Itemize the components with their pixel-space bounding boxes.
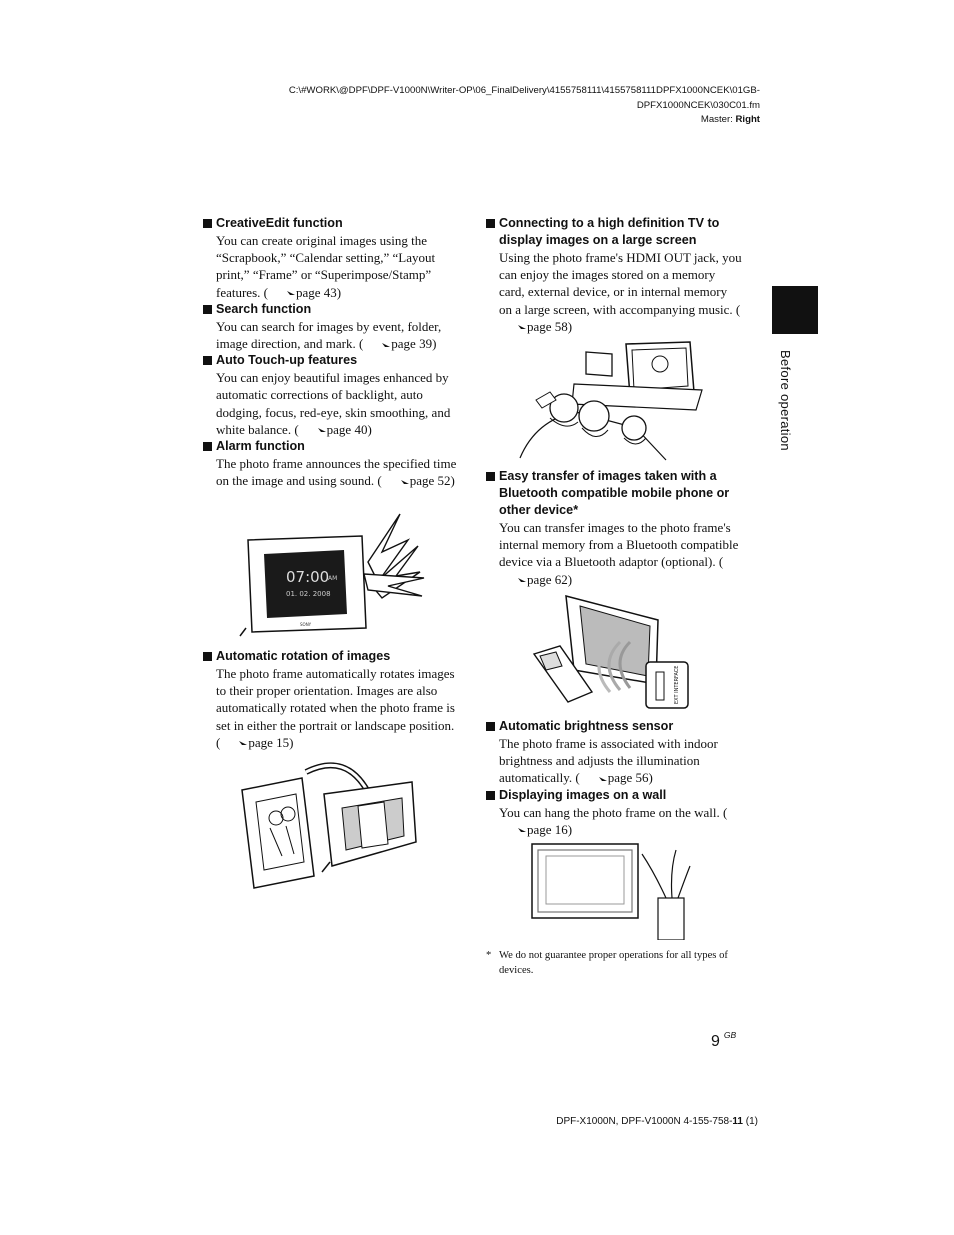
master-page-label: Master: Right [700, 114, 760, 125]
reference-arrow-icon [267, 291, 295, 296]
ext-interface-port-icon [645, 661, 689, 709]
square-bullet-icon [203, 304, 212, 314]
section-body: You can transfer images to the photo fra… [499, 520, 739, 587]
section-body: You can enjoy beautiful images enhanced … [216, 370, 451, 437]
right-column-mid: Easy transfer of images taken with a Blu… [486, 468, 742, 588]
section-body: You can create original images using the… [216, 233, 436, 300]
reference-arrow-icon [499, 325, 526, 330]
reference-arrow-icon [381, 479, 409, 484]
reference-arrow-icon [579, 776, 607, 781]
section-heading: Automatic brightness sensor [486, 718, 742, 735]
right-column-lower: Automatic brightness sensor The photo fr… [486, 718, 742, 838]
section-heading: Displaying images on a wall [486, 787, 742, 804]
chapter-tab-label: Before operation [778, 350, 793, 451]
right-column: Connecting to a high definition TV to di… [486, 215, 742, 335]
section-heading: Automatic rotation of images [203, 648, 458, 665]
reference-arrow-icon [363, 342, 391, 347]
section-heading: Alarm function [203, 438, 458, 455]
square-bullet-icon [486, 472, 495, 481]
alarm-time-text: 07:00 [286, 568, 329, 586]
footnote: * We do not guarantee proper operations … [486, 950, 728, 976]
file-path-line1: C:\#WORK\@DPF\DPF-V1000N\Writer-OP\06_Fi… [288, 85, 760, 96]
chapter-tab-block [772, 286, 818, 334]
ext-interface-label: EXT INTERFACE [674, 666, 680, 704]
reference-arrow-icon [298, 428, 326, 433]
file-path-header: C:\#WORK\@DPF\DPF-V1000N\Writer-OP\06_Fi… [289, 84, 760, 128]
section-body: The photo frame automatically rotates im… [216, 666, 455, 750]
section-body: Using the photo frame's HDMI OUT jack, y… [499, 250, 742, 334]
alarm-frame-illustration: 07:00 AM 01. 02. 2008 SONY [239, 513, 425, 637]
section-body: The photo frame is associated with indoo… [499, 736, 718, 786]
alarm-date-text: 01. 02. 2008 [286, 590, 331, 598]
section-body: The photo frame announces the specified … [216, 456, 457, 489]
reference-arrow-icon [499, 578, 526, 583]
section-heading: CreativeEdit function [203, 215, 458, 232]
reference-arrow-icon [220, 741, 248, 746]
alarm-ampm-text: AM [328, 575, 337, 582]
square-bullet-icon [486, 790, 495, 800]
reference-arrow-icon [499, 828, 526, 833]
square-bullet-icon [203, 652, 212, 661]
left-column-lower: Automatic rotation of images The photo f… [203, 648, 458, 751]
section-heading: Connecting to a high definition TV to di… [486, 215, 742, 249]
section-heading: Search function [203, 301, 458, 318]
section-heading: Auto Touch-up features [203, 352, 458, 369]
bluetooth-transfer-illustration: EXT INTERFACE [532, 594, 689, 709]
rotation-illustration [241, 762, 417, 889]
square-bullet-icon [203, 356, 212, 366]
square-bullet-icon [486, 722, 495, 731]
wall-mount-illustration [531, 843, 691, 940]
brand-logo-text: SONY [300, 622, 312, 627]
left-column: CreativeEdit function You can create ori… [203, 215, 458, 489]
square-bullet-icon [486, 219, 495, 228]
hdtv-family-illustration [519, 341, 703, 461]
square-bullet-icon [203, 219, 212, 228]
section-body: You can hang the photo frame on the wall… [499, 804, 728, 837]
square-bullet-icon [203, 442, 212, 452]
file-path-line2: DPFX1000NCEK\030C01.fm [636, 99, 760, 111]
page-suffix: GB [723, 1030, 737, 1040]
model-footer: DPF-X1000N, DPF-V1000N 4-155-758-11 (1) [556, 1116, 758, 1127]
section-body: You can search for images by event, fold… [216, 318, 442, 352]
section-heading: Easy transfer of images taken with a Blu… [486, 468, 742, 519]
